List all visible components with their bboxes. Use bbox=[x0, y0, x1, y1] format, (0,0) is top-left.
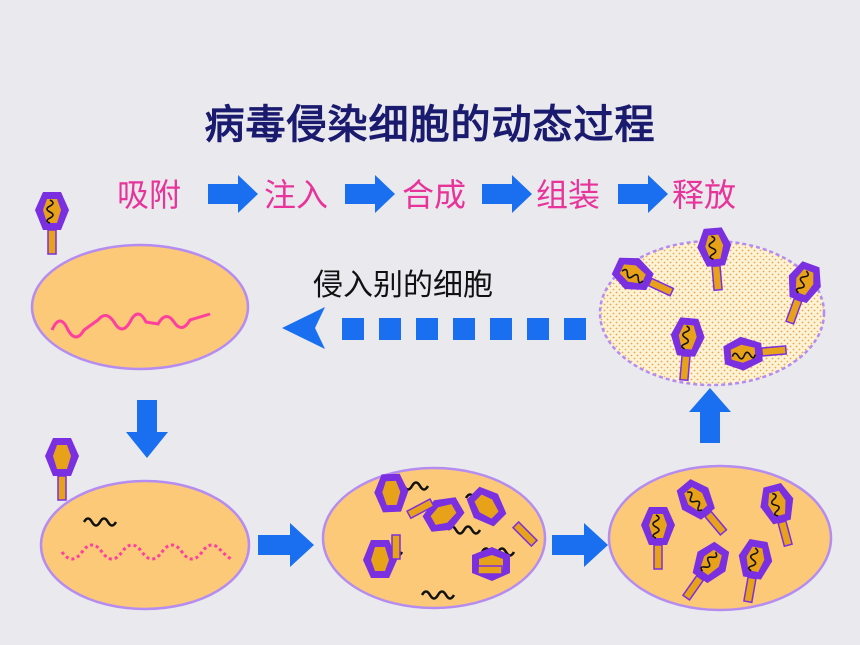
diagram-title: 病毒侵染细胞的动态过程 bbox=[204, 102, 656, 148]
step-arrow-2 bbox=[345, 175, 395, 213]
cell-synthesis bbox=[321, 466, 547, 610]
step-label-injection: 注入 bbox=[264, 176, 329, 214]
step-arrow-3 bbox=[482, 175, 532, 213]
cell-injection bbox=[39, 479, 251, 611]
cell-release bbox=[598, 225, 828, 387]
right-arrow-1 bbox=[258, 523, 314, 567]
step-label-adsorption: 吸附 bbox=[117, 176, 182, 214]
right-arrow-2 bbox=[552, 523, 608, 567]
cell-adsorption bbox=[30, 243, 250, 371]
step-label-release: 释放 bbox=[672, 176, 737, 214]
step-label-assembly: 组装 bbox=[536, 176, 601, 214]
cell-assembly bbox=[607, 464, 833, 612]
step-label-synthesis: 合成 bbox=[402, 176, 467, 214]
down-arrow bbox=[126, 400, 168, 458]
reinvade-arrow bbox=[282, 307, 586, 349]
reinvade-label: 侵入别的细胞 bbox=[313, 268, 493, 303]
up-arrow bbox=[689, 388, 731, 443]
step-arrow-1 bbox=[208, 175, 258, 213]
step-arrow-4 bbox=[618, 175, 668, 213]
phage-icon bbox=[34, 191, 70, 255]
phage-icon bbox=[44, 437, 80, 501]
